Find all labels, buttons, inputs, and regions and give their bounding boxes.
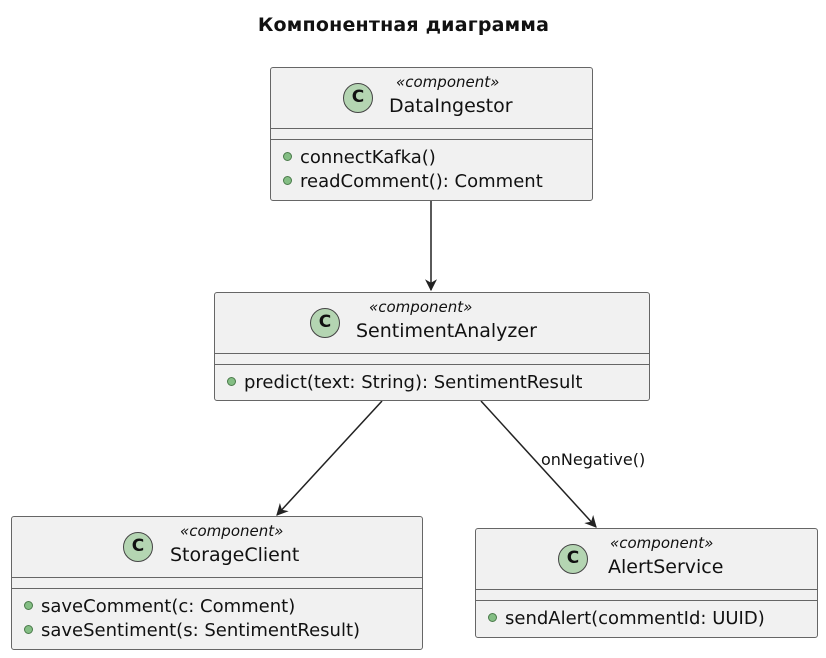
component-name: DataIngestor (389, 95, 513, 117)
method-signature: connectKafka() (300, 147, 436, 168)
public-method-icon (488, 613, 497, 622)
component-stereotype: «component» (610, 534, 714, 552)
component-data-ingestor[interactable]: C «component» DataIngestor connectKafka(… (270, 67, 593, 201)
edge-label-on-negative: onNegative() (541, 450, 646, 469)
public-method-icon (24, 601, 33, 610)
component-header: C «component» DataIngestor (271, 68, 592, 129)
method-signature: saveSentiment(s: SentimentResult) (41, 620, 361, 641)
method-signature: saveComment(c: Comment) (41, 596, 296, 617)
methods-compartment: saveComment(c: Comment) saveSentiment(s:… (12, 589, 422, 643)
method-row: saveSentiment(s: SentimentResult) (24, 619, 422, 643)
attributes-compartment (215, 354, 649, 365)
component-name: AlertService (608, 556, 724, 578)
component-stereotype: «component» (369, 298, 473, 316)
component-stereotype: «component» (396, 73, 500, 91)
class-c-icon: C (310, 308, 340, 338)
method-signature: predict(text: String): SentimentResult (244, 372, 583, 393)
method-row: readComment(): Comment (283, 170, 592, 194)
edge-analyzer-to-alert (480, 400, 597, 528)
method-row: connectKafka() (283, 146, 592, 170)
diagram-title: Компонентная диаграмма (257, 14, 550, 36)
class-c-icon: C (558, 544, 588, 574)
component-sentiment-analyzer[interactable]: C «component» SentimentAnalyzer predict(… (214, 292, 650, 401)
public-method-icon (227, 377, 236, 386)
component-stereotype: «component» (180, 522, 284, 540)
component-storage-client[interactable]: C «component» StorageClient saveComment(… (11, 516, 423, 650)
component-header: C «component» StorageClient (12, 517, 422, 578)
method-signature: readComment(): Comment (300, 171, 543, 192)
public-method-icon (283, 176, 292, 185)
attributes-compartment (12, 578, 422, 589)
method-signature: sendAlert(commentId: UUID) (505, 608, 765, 629)
component-header: C «component» SentimentAnalyzer (215, 293, 649, 354)
methods-compartment: predict(text: String): SentimentResult (215, 365, 649, 395)
method-row: sendAlert(commentId: UUID) (488, 607, 817, 631)
attributes-compartment (476, 590, 817, 601)
component-name: SentimentAnalyzer (356, 320, 537, 342)
public-method-icon (283, 152, 292, 161)
method-row: saveComment(c: Comment) (24, 595, 422, 619)
methods-compartment: sendAlert(commentId: UUID) (476, 601, 817, 631)
class-c-icon: C (123, 532, 153, 562)
class-c-icon: C (343, 83, 373, 113)
attributes-compartment (271, 129, 592, 140)
methods-compartment: connectKafka() readComment(): Comment (271, 140, 592, 194)
method-row: predict(text: String): SentimentResult (227, 371, 649, 395)
public-method-icon (24, 625, 33, 634)
component-alert-service[interactable]: C «component» AlertService sendAlert(com… (475, 528, 818, 638)
component-header: C «component» AlertService (476, 529, 817, 590)
edge-analyzer-to-storage (276, 400, 383, 516)
component-name: StorageClient (170, 544, 300, 566)
